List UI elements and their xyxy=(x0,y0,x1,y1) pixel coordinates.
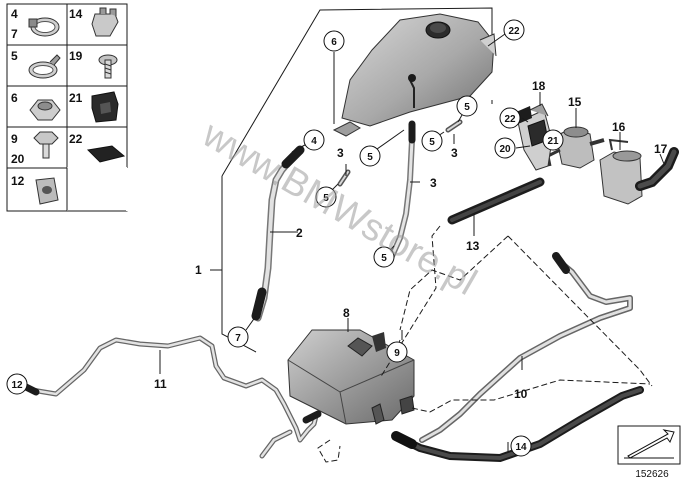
connection-dashed-lines xyxy=(317,225,653,463)
activated-charcoal-canister-8[interactable] xyxy=(287,329,415,425)
screw-icon xyxy=(98,54,118,79)
callout-20[interactable]: 20 xyxy=(494,137,516,159)
legend-label-14: 14 xyxy=(69,7,83,21)
callout-20-label: 20 xyxy=(499,144,511,155)
callout-15[interactable]: 15 xyxy=(568,95,582,109)
callout-4[interactable]: 4 xyxy=(303,129,325,151)
callout-5-a-label: 5 xyxy=(367,152,373,163)
hex-bolt-icon xyxy=(33,131,59,159)
callout-7[interactable]: 7 xyxy=(227,326,249,348)
dust-filter-16[interactable] xyxy=(599,138,643,205)
callout-3-c[interactable]: 3 xyxy=(451,146,458,160)
legend-label-19: 19 xyxy=(69,49,83,63)
callout-18[interactable]: 18 xyxy=(532,79,546,93)
legend-cell-5[interactable]: 5 xyxy=(11,49,61,79)
hose-piece-3-lower[interactable] xyxy=(337,169,351,187)
legend-cell-21[interactable]: 21 xyxy=(69,91,119,123)
legend-label-4: 4 xyxy=(11,7,18,21)
callout-1[interactable]: 1 xyxy=(195,263,202,277)
vent-pipe-13[interactable] xyxy=(447,177,545,225)
legend-cell-9-20[interactable]: 9 20 xyxy=(11,131,59,166)
nut-icon xyxy=(29,99,61,121)
legend-label-22: 22 xyxy=(69,132,83,146)
callout-17[interactable]: 17 xyxy=(654,142,668,156)
legend-cell-4-7[interactable]: 4 7 xyxy=(11,7,60,41)
legend-panel: 4 7 14 5 xyxy=(6,3,128,212)
document-number: 152626 xyxy=(635,469,669,480)
callout-5-d[interactable]: 5 xyxy=(456,95,478,117)
legend-cell-6[interactable]: 6 xyxy=(11,91,61,121)
callout-8[interactable]: 8 xyxy=(343,306,350,320)
legend-cell-22[interactable]: 22 xyxy=(69,132,126,163)
group-outline-1 xyxy=(210,7,493,353)
legend-label-7: 7 xyxy=(11,27,18,41)
callout-12-label: 12 xyxy=(11,380,23,391)
callout-5-e-label: 5 xyxy=(381,253,387,264)
legend-label-9: 9 xyxy=(11,132,18,146)
callout-12[interactable]: 12 xyxy=(6,373,28,395)
callout-9[interactable]: 9 xyxy=(386,341,408,363)
callout-5-d-label: 5 xyxy=(464,102,470,113)
hose-piece-3-upper[interactable] xyxy=(445,119,463,133)
callout-3-a[interactable]: 3 xyxy=(337,146,344,160)
callouts: 6 22 4 5 5 5 5 5 7 9 12 14 22 21 20 1 2 … xyxy=(6,19,668,457)
foam-pad-icon xyxy=(86,145,126,163)
callout-11[interactable]: 11 xyxy=(154,377,167,391)
callout-22-valve[interactable]: 22 xyxy=(499,107,521,129)
callout-5-c[interactable]: 5 xyxy=(421,130,443,152)
rubber-mount-icon xyxy=(91,91,119,123)
callout-21[interactable]: 21 xyxy=(542,129,564,151)
clip-bracket-icon xyxy=(91,7,119,37)
callout-3-b[interactable]: 3 xyxy=(430,176,437,190)
callout-7-label: 7 xyxy=(235,333,241,344)
callout-22-tank[interactable]: 22 xyxy=(503,19,525,41)
spring-clamp-icon xyxy=(28,54,61,79)
vent-pipe-11[interactable] xyxy=(20,335,322,459)
legend-cell-14[interactable]: 14 xyxy=(69,7,119,37)
callout-5-e[interactable]: 5 xyxy=(373,246,395,268)
callout-5-b-label: 5 xyxy=(323,193,329,204)
legend-label-20: 20 xyxy=(11,152,25,166)
legend-label-5: 5 xyxy=(11,49,18,63)
fuel-tank-upper[interactable] xyxy=(332,13,497,137)
legend-label-21: 21 xyxy=(69,91,83,105)
legend-cell-19[interactable]: 19 xyxy=(69,49,118,79)
callout-5-c-label: 5 xyxy=(429,137,435,148)
callout-2[interactable]: 2 xyxy=(296,226,303,240)
callout-16[interactable]: 16 xyxy=(612,120,626,134)
orientation-arrow-box[interactable] xyxy=(617,425,681,465)
callout-22-tank-label: 22 xyxy=(508,26,520,37)
callout-22-valve-label: 22 xyxy=(504,114,516,125)
callout-14-label: 14 xyxy=(515,442,527,453)
holder-clip-icon xyxy=(35,177,59,205)
hose-clamp-icon xyxy=(28,17,60,37)
callout-6[interactable]: 6 xyxy=(323,30,345,52)
callout-21-label: 21 xyxy=(547,136,559,147)
legend-label-12: 12 xyxy=(11,174,25,188)
tank-vent-valve-15[interactable] xyxy=(546,126,605,169)
callout-5-a[interactable]: 5 xyxy=(359,145,381,167)
vent-pipe-2[interactable] xyxy=(251,145,305,322)
callout-9-label: 9 xyxy=(394,348,400,359)
callout-13[interactable]: 13 xyxy=(466,239,480,253)
callout-4-label: 4 xyxy=(311,136,317,147)
callout-14[interactable]: 14 xyxy=(510,435,532,457)
callout-6-label: 6 xyxy=(331,37,337,48)
legend-cell-12[interactable]: 12 xyxy=(11,174,59,205)
callout-10[interactable]: 10 xyxy=(514,387,528,401)
hose-17[interactable] xyxy=(635,147,679,191)
vent-pipe-10[interactable] xyxy=(419,252,633,443)
callout-5-b[interactable]: 5 xyxy=(315,186,337,208)
vent-pipe-3[interactable] xyxy=(389,120,416,259)
legend-label-6: 6 xyxy=(11,91,18,105)
